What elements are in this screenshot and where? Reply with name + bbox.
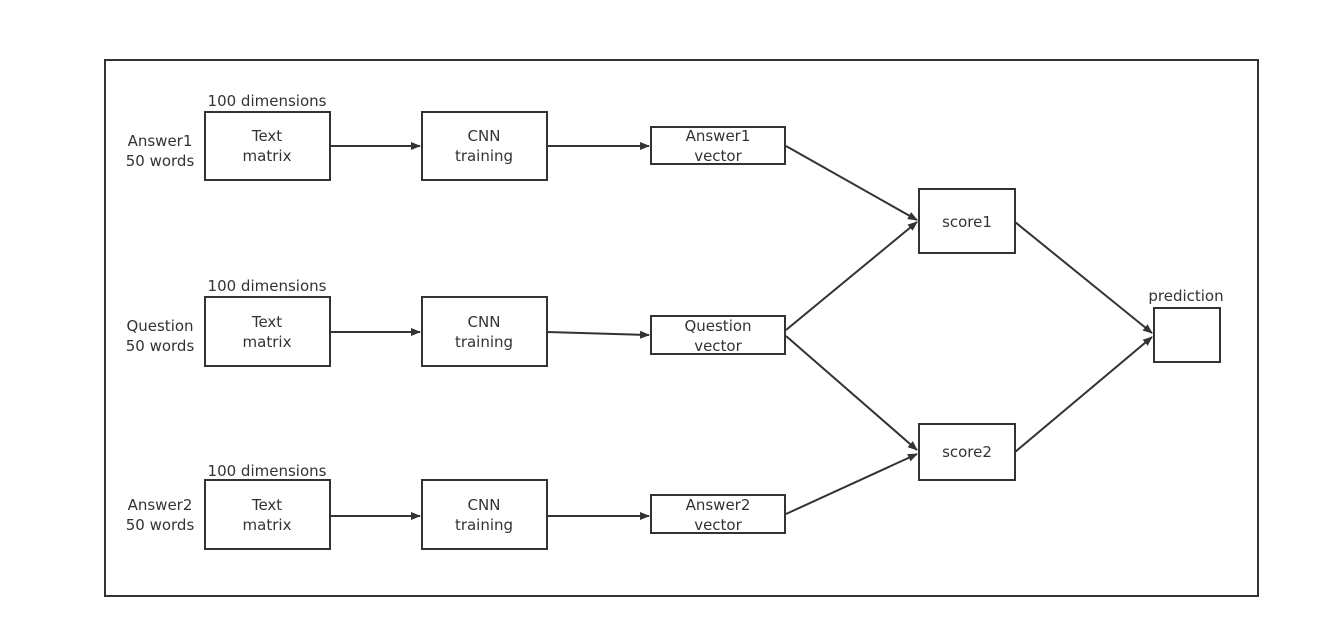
question-dims-label: 100 dimensions [208,277,327,295]
question-input-label: Question [126,317,193,335]
question-input-words: 50 words [126,337,195,355]
answer2-input-label: Answer2 [128,496,193,514]
answer2-cnn-box [421,479,548,550]
arrow-question-vector-to-score1 [785,221,918,331]
row-question: Question 50 words 100 dimensions Text ma… [126,277,786,367]
arrow-question-cnn-to-vector [546,330,650,339]
answer2-matrix-line2: matrix [243,516,292,534]
arrow-question-vector-to-score2 [785,335,918,451]
score2-label: score2 [942,443,992,461]
answer1-vector-box [650,126,786,165]
question-cnn-line1: CNN [468,313,501,331]
answer1-cnn-line2: training [455,147,513,165]
question-vector-box [650,315,786,355]
score1-box [918,188,1016,254]
answer1-cnn-box [421,111,548,181]
arrow-score1-to-prediction [1014,221,1153,334]
row-answer2: Answer2 50 words 100 dimensions Text mat… [126,462,786,550]
answer2-text-matrix-box [204,479,331,550]
question-matrix-line1: Text [251,313,282,331]
answer1-matrix-line2: matrix [243,147,292,165]
score1-label: score1 [942,213,992,231]
answer2-vector-box [650,494,786,534]
answer1-input-words: 50 words [126,152,195,170]
arrow-answer2-vector-to-score2 [785,453,918,515]
question-text-matrix-box [204,296,331,367]
prediction-box [1153,307,1221,363]
answer2-cnn-line2: training [455,516,513,534]
question-vector-line1: Question [684,317,751,335]
question-cnn-line2: training [455,333,513,351]
answer2-vector-line2: vector [694,516,742,534]
answer2-matrix-line1: Text [251,496,282,514]
arrow-score2-to-prediction [1014,336,1153,453]
answer1-vector-line1: Answer1 [686,127,751,145]
row-answer1: Answer1 50 words 100 dimensions Text mat… [126,92,786,181]
arrow-answer1-vector-to-score1 [785,145,918,221]
answer1-dims-label: 100 dimensions [208,92,327,110]
answer2-cnn-line1: CNN [468,496,501,514]
answer2-dims-label: 100 dimensions [208,462,327,480]
question-vector-line2: vector [694,337,742,355]
answer2-vector-line1: Answer2 [686,496,751,514]
answer2-input-words: 50 words [126,516,195,534]
answer1-text-matrix-box [204,111,331,181]
question-cnn-box [421,296,548,367]
answer1-cnn-line1: CNN [468,127,501,145]
prediction-label: prediction [1148,287,1223,305]
answer1-input-label: Answer1 [128,132,193,150]
question-matrix-line2: matrix [243,333,292,351]
answer1-vector-line2: vector [694,147,742,165]
answer1-matrix-line1: Text [251,127,282,145]
